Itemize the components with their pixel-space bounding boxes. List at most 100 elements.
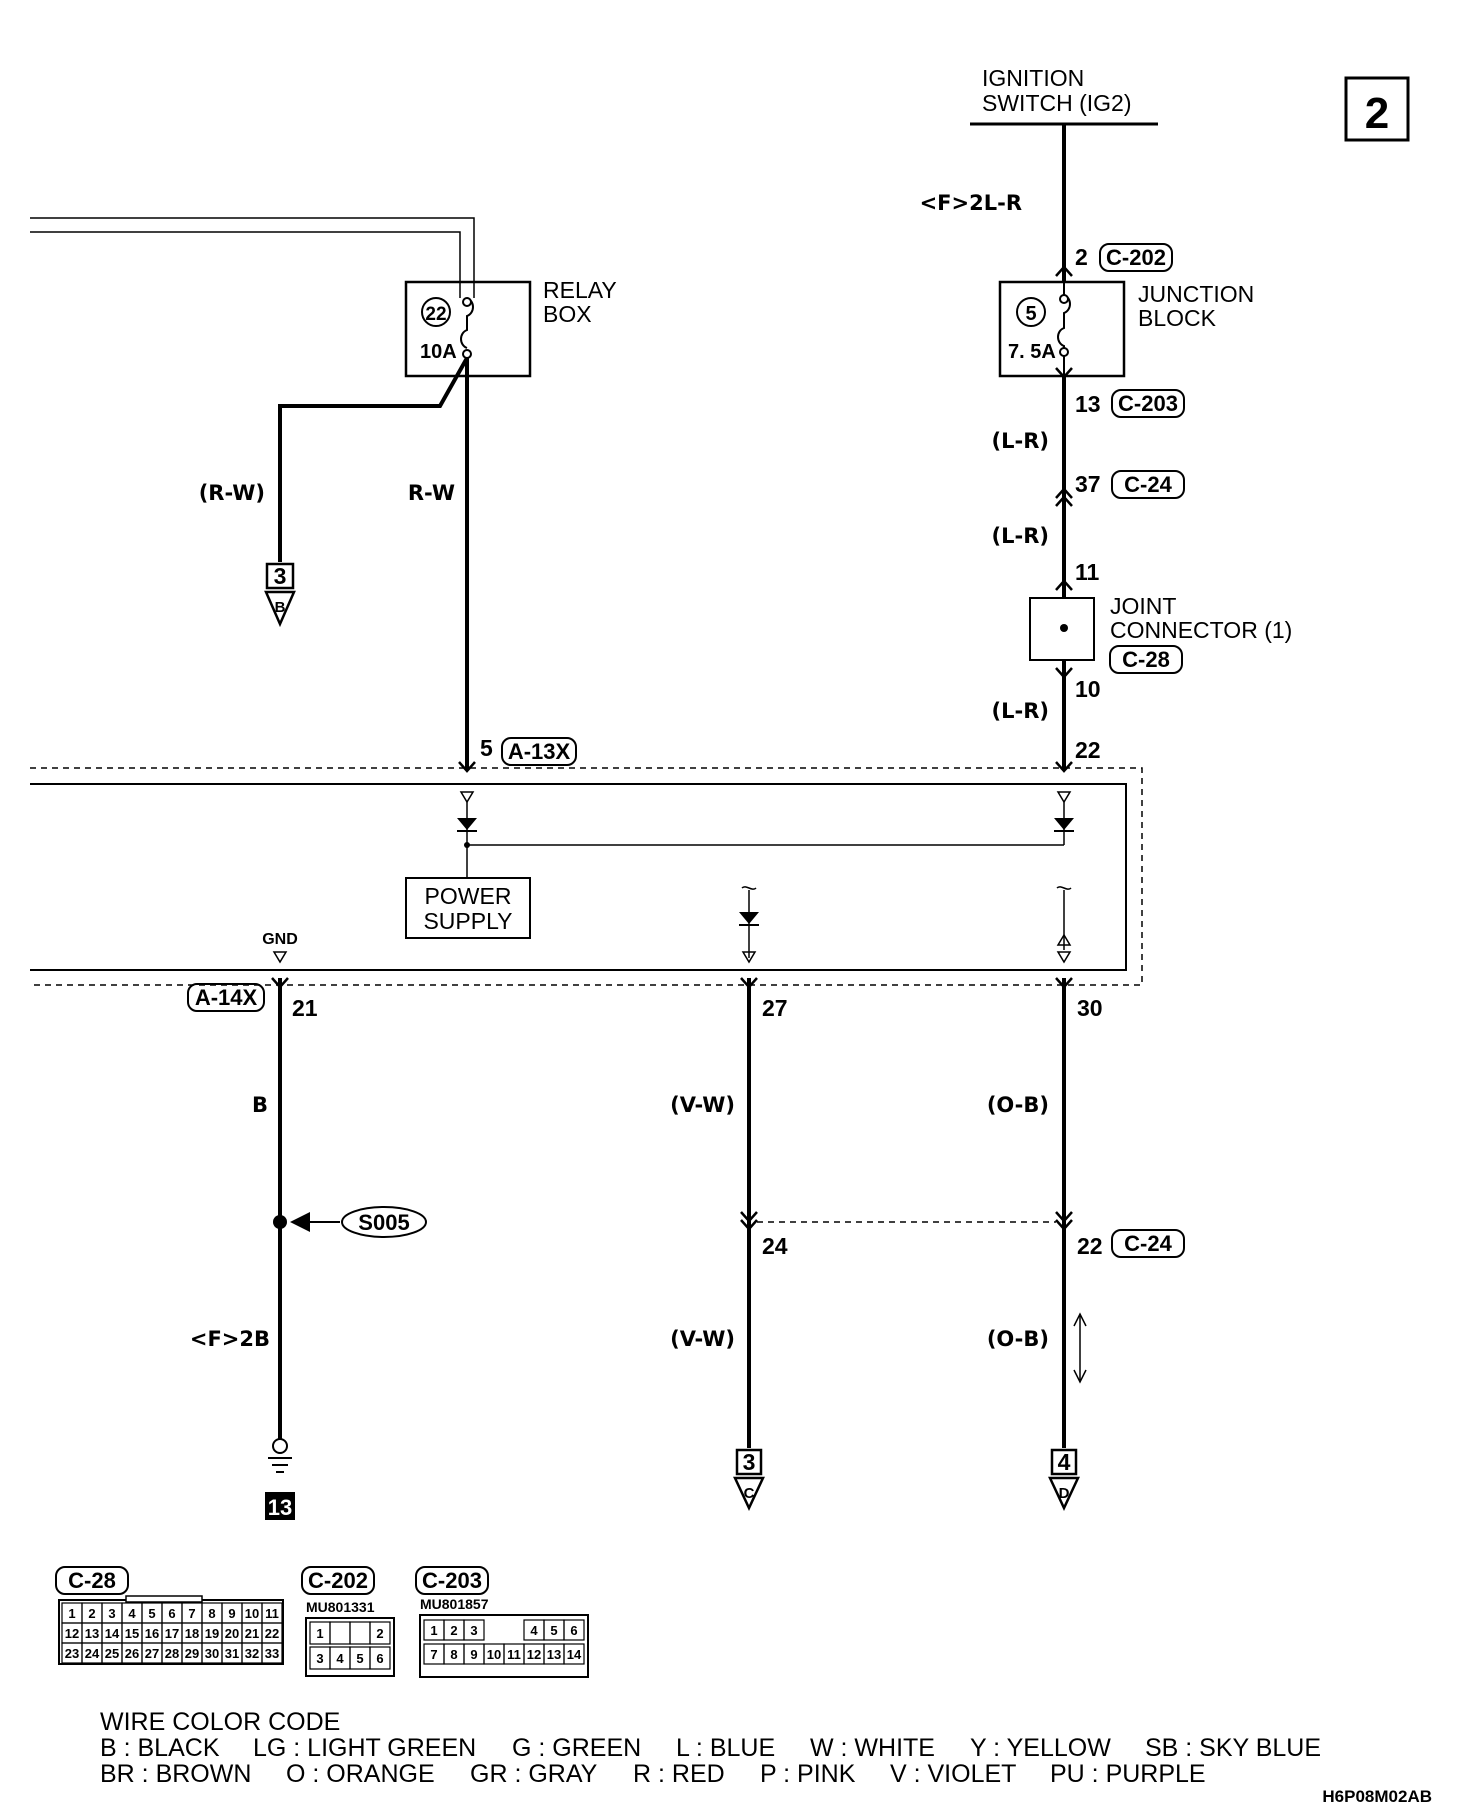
wire-label-rw-paren: (R-W)	[199, 481, 265, 505]
wire-label-lr-1: (L-R)	[992, 429, 1049, 453]
c203-pin-4: 4	[530, 1623, 538, 1638]
connector-a14x: A-14X	[195, 985, 258, 1010]
junction-fuse-number: 5	[1025, 303, 1036, 325]
c202-pin-blank-1-cell	[329, 1621, 351, 1645]
ground-point-number: 13	[268, 1495, 292, 1520]
c203-pin-3: 3	[470, 1623, 477, 1638]
c203-pin-7: 7	[430, 1647, 437, 1662]
c202-pin-6-cell	[369, 1646, 391, 1670]
c28-pin-30: 30	[205, 1646, 219, 1661]
wire-top-left-feed	[30, 217, 475, 298]
c28-pin-29: 29	[185, 1646, 199, 1661]
c28-pin-6: 6	[168, 1606, 175, 1621]
c28-pin-19: 19	[205, 1626, 219, 1641]
c28-pin-10: 10	[245, 1606, 259, 1621]
c203-pin-8: 8	[450, 1647, 457, 1662]
pin-27: 27	[762, 995, 788, 1021]
pin-2: 2	[1075, 244, 1088, 270]
wire-ignition-path: <F>2L-R (L-R) (L-R) (L-R)	[920, 124, 1073, 773]
legend-br: BR : BROWN	[100, 1760, 251, 1788]
pin-37: 37	[1075, 471, 1101, 497]
wire-vw-path: 27 (V-W) 24 (V-W) 3 C	[670, 977, 788, 1511]
wire-label-ob-2: (O-B)	[987, 1327, 1049, 1351]
c202-pin-2-cell	[369, 1621, 391, 1645]
junction-fuse-rating: 7. 5A	[1008, 341, 1056, 363]
joint-label-1: JOINT	[1110, 593, 1176, 619]
ref-b-number: 3	[274, 563, 287, 589]
c28-pin-9: 9	[228, 1606, 235, 1621]
c28-pin-8: 8	[208, 1606, 215, 1621]
c28-pin-15: 15	[125, 1626, 139, 1641]
pin-22-top: 22	[1075, 737, 1101, 763]
c28-pin-14: 14	[105, 1626, 120, 1641]
ignition-label-1: IGNITION	[982, 65, 1084, 91]
c28-pin-7: 7	[188, 1606, 195, 1621]
c28-pin-24: 24	[85, 1646, 100, 1661]
c203-pin-6: 6	[570, 1623, 577, 1638]
pin-21: 21	[292, 995, 318, 1021]
c203-pin-13: 13	[547, 1647, 561, 1662]
c28-pin-5: 5	[148, 1606, 155, 1621]
relay-fuse-rating: 10A	[420, 341, 457, 363]
pin-11: 11	[1075, 559, 1100, 585]
c28-pin-1: 1	[68, 1606, 75, 1621]
wire-label-b: B	[252, 1093, 268, 1117]
c203-pin-14: 14	[567, 1647, 582, 1662]
wire-label-ign: <F>2L-R	[920, 191, 1022, 215]
wire-label-vw-2: (V-W)	[670, 1327, 735, 1351]
ignition-label-2: SWITCH (IG2)	[982, 90, 1132, 116]
connector-view-c203-label: C-203	[422, 1568, 482, 1593]
connector-view-c202-label: C-202	[308, 1568, 368, 1593]
junction-block: 5 7. 5A JUNCTION BLOCK	[998, 280, 1254, 378]
c202-pin-2: 2	[376, 1626, 383, 1641]
relay-label-2: BOX	[543, 301, 592, 327]
c28-pin-3: 3	[108, 1606, 115, 1621]
legend-r: R : RED	[633, 1760, 725, 1788]
junction-label-1: JUNCTION	[1138, 281, 1254, 307]
joint-connector-code: C-28	[1122, 647, 1170, 672]
gnd-label: GND	[262, 931, 298, 948]
wire-color-legend: WIRE COLOR CODE B : BLACK LG : LIGHT GRE…	[100, 1708, 1432, 1806]
c203-pin-10: 10	[487, 1647, 501, 1662]
wire-ground-path: A-14X 21 B S005 <F>2B 13	[187, 977, 427, 1520]
connector-a13x: A-13X	[508, 739, 571, 764]
page-number-box: 2	[1344, 76, 1410, 142]
c28-pin-17: 17	[165, 1626, 179, 1641]
junction-label-2: BLOCK	[1138, 305, 1217, 331]
pin-24: 24	[762, 1233, 788, 1259]
splice-s005: S005	[358, 1210, 409, 1235]
c202-pin-6: 6	[376, 1651, 383, 1666]
legend-v: V : VIOLET	[890, 1760, 1016, 1788]
relay-box: 22 10A RELAY BOX	[404, 277, 617, 378]
relay-fuse-number: 22	[425, 304, 446, 325]
connector-c203: C-203	[1118, 391, 1178, 416]
power-supply-label-2: SUPPLY	[423, 908, 512, 934]
pin-5: 5	[480, 735, 493, 761]
c203-pin-9: 9	[470, 1647, 477, 1662]
wire-rw: (R-W) R-W 5 A-13X	[199, 357, 577, 773]
c28-pin-18: 18	[185, 1626, 199, 1641]
c28-pin-28: 28	[165, 1646, 179, 1661]
c28-pin-16: 16	[145, 1626, 159, 1641]
c28-pin-25: 25	[105, 1646, 119, 1661]
c28-pin-22: 22	[265, 1626, 279, 1641]
legend-lg: LG : LIGHT GREEN	[253, 1734, 476, 1762]
joint-label-2: CONNECTOR (1)	[1110, 617, 1292, 643]
c203-pin-3-cell	[463, 1619, 485, 1641]
legend-sb: SB : SKY BLUE	[1145, 1734, 1321, 1762]
c28-pin-11: 11	[265, 1606, 279, 1621]
wire-label-vw-1: (V-W)	[670, 1093, 735, 1117]
ref-c-number: 3	[743, 1449, 756, 1475]
ecu-module: POWER SUPPLY GND	[30, 767, 1143, 986]
c203-pin-2: 2	[450, 1623, 457, 1638]
c28-pin-13: 13	[85, 1626, 99, 1641]
c203-pin-1: 1	[430, 1623, 437, 1638]
c202-pin-5: 5	[356, 1651, 363, 1666]
c202-pin-1: 1	[316, 1626, 323, 1641]
c28-pin-2: 2	[88, 1606, 95, 1621]
pin-22-bottom: 22	[1077, 1233, 1103, 1259]
